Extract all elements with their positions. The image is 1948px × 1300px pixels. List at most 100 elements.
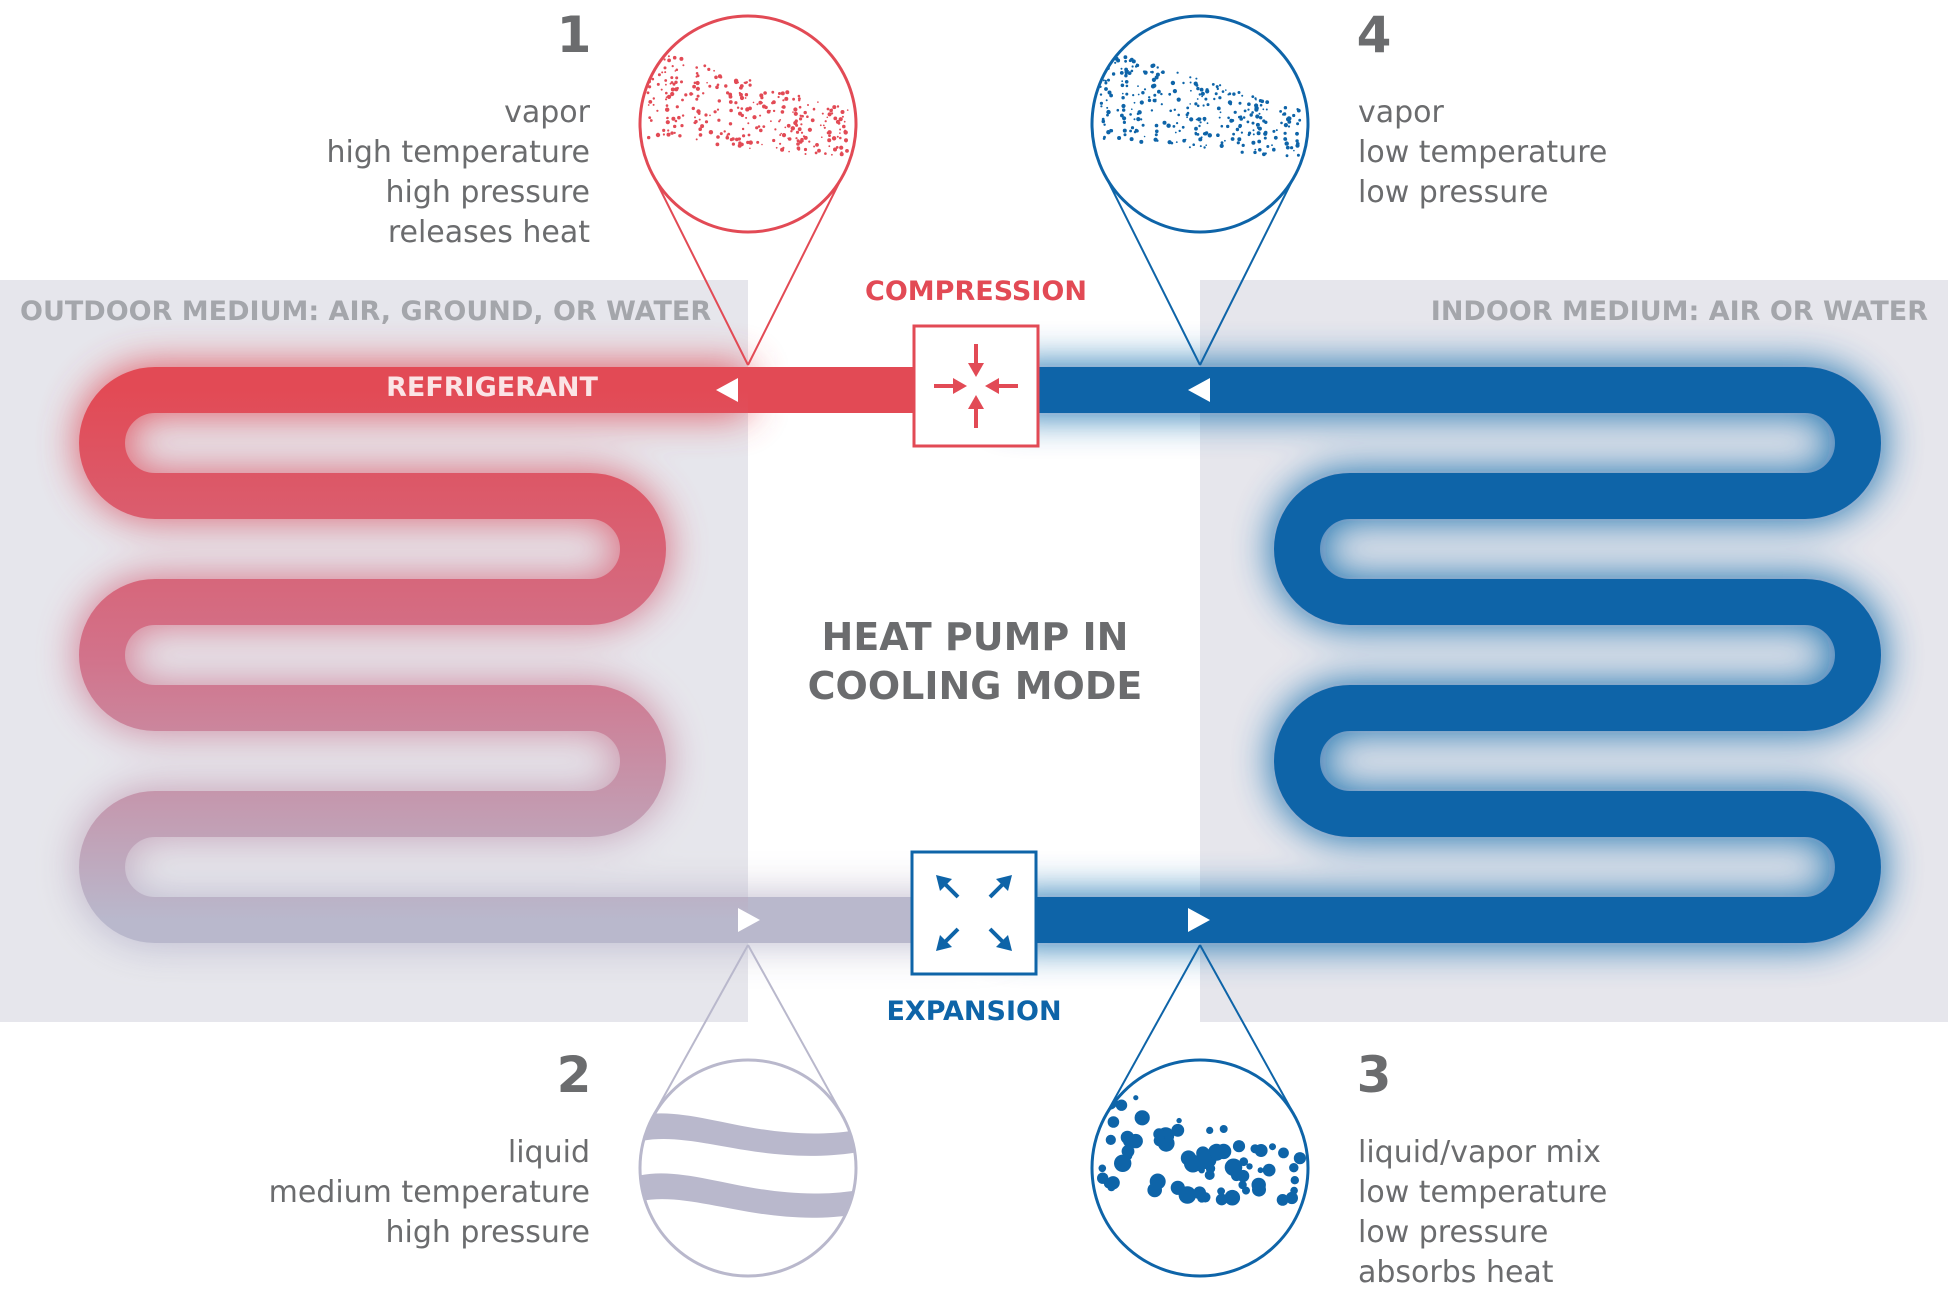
particle <box>1292 113 1296 118</box>
particle <box>1275 129 1278 132</box>
particle <box>826 107 830 111</box>
particle <box>790 126 795 131</box>
particle <box>1196 86 1200 91</box>
particle <box>1194 1152 1212 1170</box>
particle <box>1240 131 1243 134</box>
particle <box>716 83 720 87</box>
particle <box>650 120 652 122</box>
callout-2 <box>638 944 858 1278</box>
particle <box>1279 110 1282 113</box>
particle <box>1287 125 1291 128</box>
state-4-description: vapor low temperature low pressure <box>1358 95 1607 210</box>
particle <box>817 101 819 103</box>
particle <box>1295 139 1299 143</box>
particle <box>839 145 844 150</box>
particle <box>1185 113 1189 117</box>
particle <box>1219 111 1222 114</box>
triangle-arrow-icon <box>1188 908 1210 932</box>
particle <box>829 108 833 113</box>
particle <box>1271 144 1273 147</box>
particle <box>728 100 733 104</box>
indoor-coil <box>1000 367 1881 943</box>
particle <box>1199 145 1202 148</box>
particle <box>731 142 736 146</box>
callout-3 <box>1090 944 1310 1278</box>
particle <box>823 126 826 129</box>
particle <box>1236 141 1240 145</box>
particle <box>1259 116 1263 120</box>
particle <box>1132 94 1135 97</box>
particle <box>663 58 666 61</box>
particle <box>698 127 702 131</box>
particle <box>1139 100 1144 105</box>
particle <box>1122 108 1126 112</box>
particle <box>1253 151 1257 154</box>
particle <box>780 91 785 96</box>
particle <box>831 153 833 156</box>
particle <box>1201 95 1203 98</box>
particle <box>736 106 740 109</box>
particle <box>1129 129 1132 133</box>
particle <box>1255 122 1260 127</box>
particle <box>1286 117 1290 122</box>
particle <box>785 90 790 95</box>
particle <box>1129 113 1132 116</box>
particle <box>672 55 677 60</box>
particle <box>827 112 832 117</box>
particle <box>719 75 723 79</box>
particle <box>1176 122 1179 125</box>
particle <box>662 128 666 132</box>
particle <box>1198 124 1201 128</box>
particle <box>1232 132 1235 136</box>
particle <box>1254 148 1257 151</box>
outdoor-coil <box>79 367 748 943</box>
svg-text:low temperature: low temperature <box>1358 135 1607 170</box>
particle <box>1238 1180 1247 1190</box>
particle <box>803 147 808 152</box>
particle <box>800 123 803 126</box>
particle <box>808 140 811 143</box>
particle <box>646 67 651 72</box>
particle <box>716 135 720 139</box>
particle <box>1109 129 1114 133</box>
particle <box>779 134 782 136</box>
particle <box>1121 80 1124 83</box>
particle <box>700 124 705 129</box>
step-number-3: 3 <box>1357 1046 1392 1104</box>
particle <box>787 137 792 141</box>
particle <box>1134 1110 1150 1126</box>
particle <box>1283 106 1288 110</box>
particle <box>1104 81 1108 85</box>
particle <box>846 109 849 111</box>
particle <box>747 122 750 125</box>
particle <box>675 76 679 80</box>
callout-4 <box>1090 14 1310 366</box>
particle <box>1151 70 1154 74</box>
particle <box>748 106 752 111</box>
particle <box>1205 144 1207 146</box>
particle <box>743 81 746 84</box>
svg-text:liquid/vapor mix: liquid/vapor mix <box>1358 1135 1601 1170</box>
particle <box>759 93 764 98</box>
particle <box>1216 134 1219 137</box>
particle <box>1098 1164 1107 1173</box>
particle <box>1251 140 1256 145</box>
particle <box>1127 71 1132 75</box>
particle <box>655 132 661 138</box>
particle <box>667 129 670 132</box>
particle <box>672 82 676 86</box>
particle <box>1251 121 1255 125</box>
particle <box>839 132 841 134</box>
particle <box>769 109 771 112</box>
particle <box>793 107 798 112</box>
particle <box>1194 102 1198 106</box>
particle <box>845 149 849 153</box>
particle <box>682 64 685 67</box>
particle <box>670 87 675 92</box>
particle <box>1122 116 1127 121</box>
particle <box>801 114 804 118</box>
particle <box>708 130 714 135</box>
particle <box>666 116 669 120</box>
particle <box>1128 1133 1143 1149</box>
